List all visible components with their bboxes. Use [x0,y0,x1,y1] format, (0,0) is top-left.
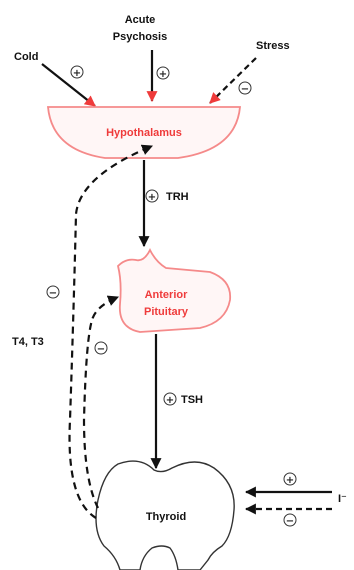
stress-minus-sign: − [239,82,251,95]
svg-text:−: − [49,288,57,299]
svg-text:+: + [166,395,174,406]
feedback-pituitary-minus-sign: − [95,342,107,355]
anterior-pituitary-label-line1: Anterior [145,289,189,301]
svg-text:+: + [73,68,81,79]
tsh-label: TSH [181,394,203,406]
stress-arrow [210,58,256,103]
svg-text:−: − [241,84,249,95]
t4-t3-label: T4, T3 [12,336,44,348]
thyroid-label: Thyroid [146,511,186,523]
acute-psychosis-label-line2: Psychosis [113,31,167,43]
svg-text:+: + [148,192,156,203]
iodide-out-minus-sign: − [284,514,296,527]
cold-label: Cold [14,51,38,63]
cold-arrow [42,64,95,106]
svg-text:+: + [159,69,167,80]
tsh-plus-sign: + [164,393,176,406]
svg-text:−: − [286,516,294,527]
psychosis-plus-sign: + [157,67,169,80]
feedback-hypothalamus-minus-sign: − [47,286,59,299]
acute-psychosis-label-line1: Acute [125,14,156,26]
svg-text:−: − [97,344,105,355]
hypothalamus-label: Hypothalamus [106,127,182,139]
trh-plus-sign: + [146,190,158,203]
trh-label: TRH [166,191,189,203]
stress-label: Stress [256,40,290,52]
svg-text:+: + [286,475,294,486]
cold-plus-sign: + [71,66,83,79]
iodide-in-plus-sign: + [284,473,296,486]
anterior-pituitary-label-line2: Pituitary [144,306,189,318]
iodide-label: I⁻ [338,493,347,505]
